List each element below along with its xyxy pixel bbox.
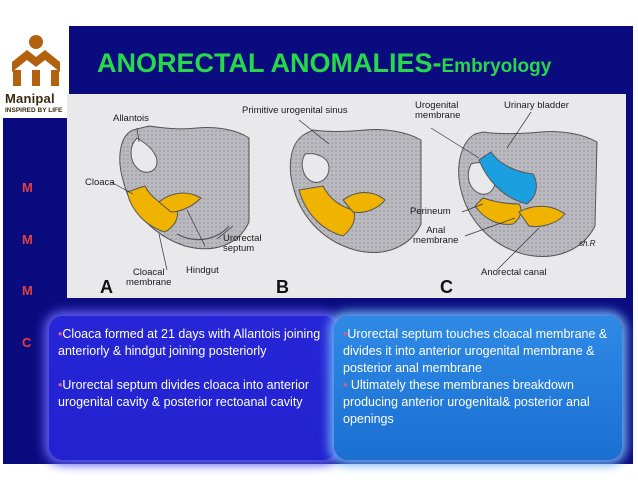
right-text-box: •Urorectal septum touches cloacal membra…: [334, 316, 622, 460]
label-urorectal-septum: Urorectal septum: [223, 233, 262, 254]
embryology-figure: Allantois Primitive urogenital sinus Uro…: [67, 94, 626, 298]
embryology-illustration: [110, 111, 598, 271]
left-bullet-1: •Cloaca formed at 21 days with Allantois…: [58, 327, 321, 358]
label-anal-membrane: Anal membrane: [413, 225, 459, 246]
left-text-box: •Cloaca formed at 21 days with Allantois…: [49, 316, 337, 460]
side-letter-1: M: [22, 180, 33, 195]
panel-a-drawing: [119, 125, 250, 250]
manipal-logo: Manipal INSPIRED BY LIFE: [3, 26, 69, 118]
label-allantois: Allantois: [113, 113, 149, 124]
label-primitive-urogenital-sinus: Primitive urogenital sinus: [242, 105, 348, 116]
label-perineum: Perineum: [410, 206, 451, 217]
title-main: ANORECTAL ANOMALIES-: [97, 48, 442, 78]
label-hindgut: Hindgut: [186, 265, 219, 276]
label-signature: sh.R: [579, 239, 596, 248]
slide-title: ANORECTAL ANOMALIES-Embryology: [97, 50, 551, 77]
title-sub: Embryology: [441, 56, 552, 77]
left-bullet-2: •Urorectal septum divides cloaca into an…: [58, 378, 310, 409]
label-cloacal-membrane: Cloacal membrane: [126, 267, 172, 288]
logo-tagline: INSPIRED BY LIFE: [5, 107, 63, 114]
label-urinary-bladder: Urinary bladder: [504, 100, 569, 111]
side-letter-4: C: [22, 335, 32, 350]
logo-name: Manipal: [5, 91, 55, 106]
left-bullet-1-text: Cloaca formed at 21 days with Allantois …: [58, 327, 321, 358]
right-bullet-2: • Ultimately these membranes breakdown p…: [343, 378, 590, 426]
right-bullet-2-text: Ultimately these membranes breakdown pro…: [343, 378, 590, 426]
leader-lines: [110, 111, 540, 271]
panel-c-drawing: [458, 131, 598, 257]
label-cloaca: Cloaca: [85, 177, 115, 188]
panel-label-c: C: [440, 277, 453, 297]
label-anorectal-canal: Anorectal canal: [481, 267, 547, 278]
right-bullet-1-text: Urorectal septum touches cloacal membran…: [343, 327, 608, 375]
panel-label-b: B: [276, 277, 289, 297]
right-bullet-1: •Urorectal septum touches cloacal membra…: [343, 327, 608, 375]
side-letter-2: M: [22, 232, 33, 247]
panel-b-drawing: [289, 129, 422, 253]
manipal-emblem-icon: [3, 26, 69, 88]
side-letter-3: M: [22, 283, 33, 298]
left-bullet-2-text: Urorectal septum divides cloaca into ant…: [58, 378, 310, 409]
label-urogenital-membrane: Urogenital membrane: [415, 100, 461, 121]
panel-label-a: A: [100, 277, 113, 297]
